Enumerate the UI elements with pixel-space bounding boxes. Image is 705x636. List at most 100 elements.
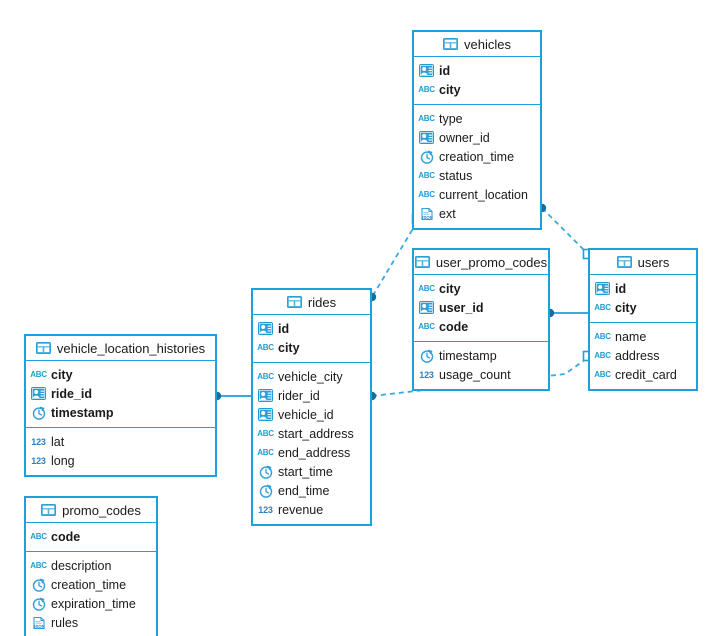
field-label: id <box>615 281 627 296</box>
entity-header-user_promo_codes[interactable]: user_promo_codes <box>414 250 548 275</box>
key-id-icon <box>419 130 434 145</box>
field-label: city <box>278 340 300 355</box>
field-timestamp[interactable]: timestamp <box>414 346 548 365</box>
relationship-vlh-rides[interactable] <box>212 391 251 401</box>
json-type-icon: JSON <box>419 206 434 221</box>
text-type-icon: ABC <box>30 370 47 379</box>
primary-key-field-ride_id[interactable]: ride_id <box>26 384 215 403</box>
entity-header-vehicles[interactable]: vehicles <box>414 32 540 57</box>
svg-text:JSON: JSON <box>421 215 432 220</box>
relationship-user-promo-codes-users[interactable] <box>545 308 588 318</box>
field-label: creation_time <box>439 149 515 164</box>
entity-title: users <box>637 254 670 270</box>
field-label: start_address <box>278 426 354 441</box>
field-label: status <box>439 168 473 183</box>
field-credit_card[interactable]: ABC credit_card <box>590 365 696 384</box>
clock-icon <box>419 348 434 363</box>
field-label: current_location <box>439 187 528 202</box>
entity-header-vehicle_location_histories[interactable]: vehicle_location_histories <box>26 336 215 361</box>
field-label: creation_time <box>51 577 127 592</box>
field-label: id <box>439 63 451 78</box>
field-owner_id[interactable]: owner_id <box>414 128 540 147</box>
field-label: expiration_time <box>51 596 136 611</box>
key-id-icon <box>31 386 46 401</box>
primary-key-field-user_id[interactable]: user_id <box>414 298 548 317</box>
number-type-icon: 123 <box>258 504 273 515</box>
field-rider_id[interactable]: rider_id <box>253 386 370 405</box>
field-label: code <box>51 529 81 544</box>
primary-key-field-id[interactable]: id <box>414 61 540 80</box>
key-id-icon <box>419 300 434 315</box>
entity-title: user_promo_codes <box>435 254 548 270</box>
primary-key-field-id[interactable]: id <box>253 319 370 338</box>
key-id-icon <box>258 407 273 422</box>
primary-key-field-id[interactable]: id <box>590 279 696 298</box>
field-label: owner_id <box>439 130 490 145</box>
entity-header-rides[interactable]: rides <box>253 290 370 315</box>
field-label: rules <box>51 615 79 630</box>
entity-title: promo_codes <box>62 502 141 518</box>
clock-icon <box>258 483 273 498</box>
field-expiration_time[interactable]: expiration_time <box>26 594 156 613</box>
field-start_time[interactable]: start_time <box>253 462 370 481</box>
text-type-icon: ABC <box>30 561 47 570</box>
field-label: vehicle_id <box>278 407 334 422</box>
entity-title: vehicle_location_histories <box>56 340 206 356</box>
field-vehicle_id[interactable]: vehicle_id <box>253 405 370 424</box>
field-label: code <box>439 319 469 334</box>
entity-title: rides <box>307 294 337 310</box>
number-type-icon: 123 <box>31 455 46 466</box>
field-rules[interactable]: JSON rules <box>26 613 156 632</box>
field-current_location[interactable]: ABC current_location <box>414 185 540 204</box>
field-label: long <box>51 453 75 468</box>
table-icon <box>443 37 459 52</box>
text-type-icon: ABC <box>418 190 435 199</box>
field-long[interactable]: 123 long <box>26 451 215 470</box>
key-id-icon <box>258 388 273 403</box>
field-label: vehicle_city <box>278 369 343 384</box>
entity-header-users[interactable]: users <box>590 250 696 275</box>
field-label: rider_id <box>278 388 320 403</box>
field-label: credit_card <box>615 367 677 382</box>
text-type-icon: ABC <box>594 351 611 360</box>
field-label: lat <box>51 434 65 449</box>
primary-key-field-timestamp[interactable]: timestamp <box>26 403 215 422</box>
text-type-icon: ABC <box>594 370 611 379</box>
entity-header-promo_codes[interactable]: promo_codes <box>26 498 156 523</box>
field-creation_time[interactable]: creation_time <box>26 575 156 594</box>
field-creation_time[interactable]: creation_time <box>414 147 540 166</box>
field-end_time[interactable]: end_time <box>253 481 370 500</box>
svg-text:JSON: JSON <box>33 624 44 629</box>
field-label: start_time <box>278 464 333 479</box>
table-icon <box>616 255 632 270</box>
